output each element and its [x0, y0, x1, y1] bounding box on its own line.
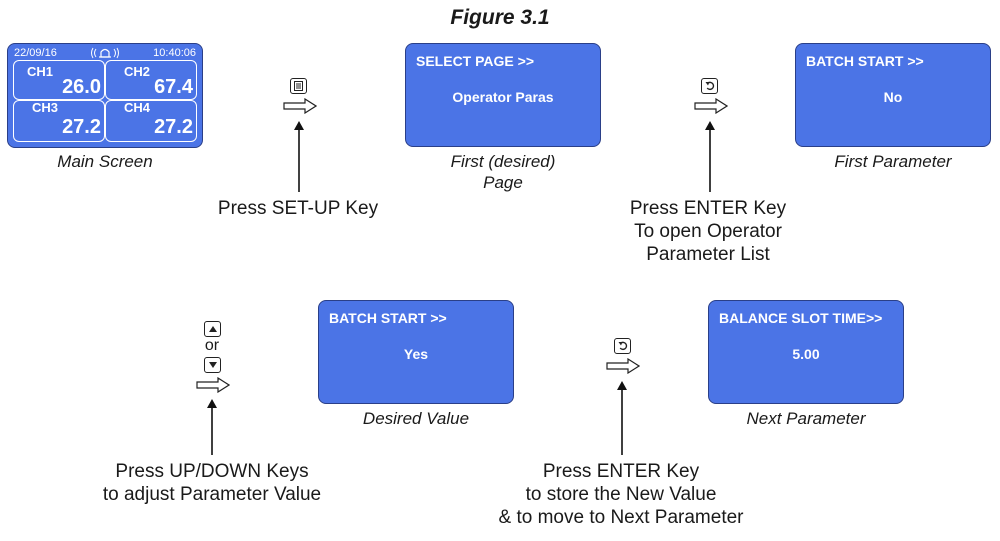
- note-enter-open-1: Press ENTER Key: [629, 198, 787, 219]
- batch-start-yes-screen: BATCH START >> Yes: [318, 300, 514, 404]
- screen-title: BALANCE SLOT TIME>>: [719, 310, 883, 326]
- pointer-line-setup: [294, 121, 304, 192]
- channel-cell-3: CH3 27.2: [13, 100, 105, 142]
- select-page-screen: SELECT PAGE >> Operator Paras: [405, 43, 601, 147]
- note-updown-1: Press UP/DOWN Keys: [115, 461, 309, 482]
- main-screen-date: 22/09/16: [14, 47, 57, 59]
- screen-value: Operator Paras: [452, 89, 554, 105]
- screen-value: 5.00: [792, 346, 820, 362]
- pointer-line-enter-open: [705, 121, 715, 192]
- enter-key-icon: [614, 338, 631, 354]
- channel-label: CH2: [124, 64, 151, 79]
- right-arrow-icon: [606, 358, 640, 374]
- select-page-caption-line2: Page: [483, 173, 523, 192]
- setup-key-icon: [290, 78, 307, 94]
- pointer-line-updown: [207, 399, 217, 455]
- channel-value: 27.2: [62, 116, 101, 138]
- note-enter-store-2: to store the New Value: [525, 484, 717, 505]
- batch-start-yes-caption: Desired Value: [362, 409, 470, 428]
- right-arrow-icon: [694, 98, 728, 114]
- channel-value: 26.0: [62, 76, 101, 98]
- pointer-line-enter-store: [617, 381, 627, 455]
- note-setup: Press SET-UP Key: [217, 198, 379, 219]
- channel-cell-2: CH2 67.4: [105, 60, 197, 100]
- screen-value: No: [883, 89, 903, 105]
- batch-start-no-caption: First Parameter: [834, 152, 952, 171]
- figure-title: Figure 3.1: [450, 6, 550, 29]
- channel-label: CH3: [32, 100, 59, 115]
- note-enter-open-3: Parameter List: [646, 244, 770, 265]
- channel-cell-4: CH4 27.2: [105, 100, 197, 142]
- channel-cell-1: CH1 26.0: [13, 60, 105, 100]
- main-screen-caption: Main Screen: [57, 152, 153, 171]
- or-label: or: [204, 337, 220, 354]
- note-updown-2: to adjust Parameter Value: [102, 484, 322, 505]
- note-enter-open-2: To open Operator: [634, 221, 782, 242]
- note-enter-store-1: Press ENTER Key: [542, 461, 700, 482]
- alarm-bell-icon: [90, 46, 120, 60]
- enter-key-icon: [701, 78, 718, 94]
- down-key-icon: [204, 357, 221, 373]
- right-arrow-icon: [196, 377, 230, 393]
- balance-slot-screen: BALANCE SLOT TIME>> 5.00: [708, 300, 904, 404]
- main-screen: 22/09/16 10:40:06 CH1 26.0 CH2 67.4 CH3 …: [7, 43, 203, 148]
- screen-title: BATCH START >>: [806, 53, 924, 69]
- balance-slot-caption: Next Parameter: [746, 409, 866, 428]
- screen-title: BATCH START >>: [329, 310, 447, 326]
- batch-start-no-screen: BATCH START >> No: [795, 43, 991, 147]
- screen-value: Yes: [403, 346, 429, 362]
- note-enter-store-3: & to move to Next Parameter: [498, 507, 744, 528]
- channel-label: CH1: [27, 64, 54, 79]
- up-key-icon: [204, 321, 221, 337]
- channel-value: 67.4: [154, 76, 193, 98]
- screen-title: SELECT PAGE >>: [416, 53, 534, 69]
- channel-value: 27.2: [154, 116, 193, 138]
- channel-label: CH4: [124, 100, 151, 115]
- right-arrow-icon: [283, 98, 317, 114]
- main-screen-time: 10:40:06: [153, 47, 196, 59]
- select-page-caption-line1: First (desired): [450, 152, 556, 171]
